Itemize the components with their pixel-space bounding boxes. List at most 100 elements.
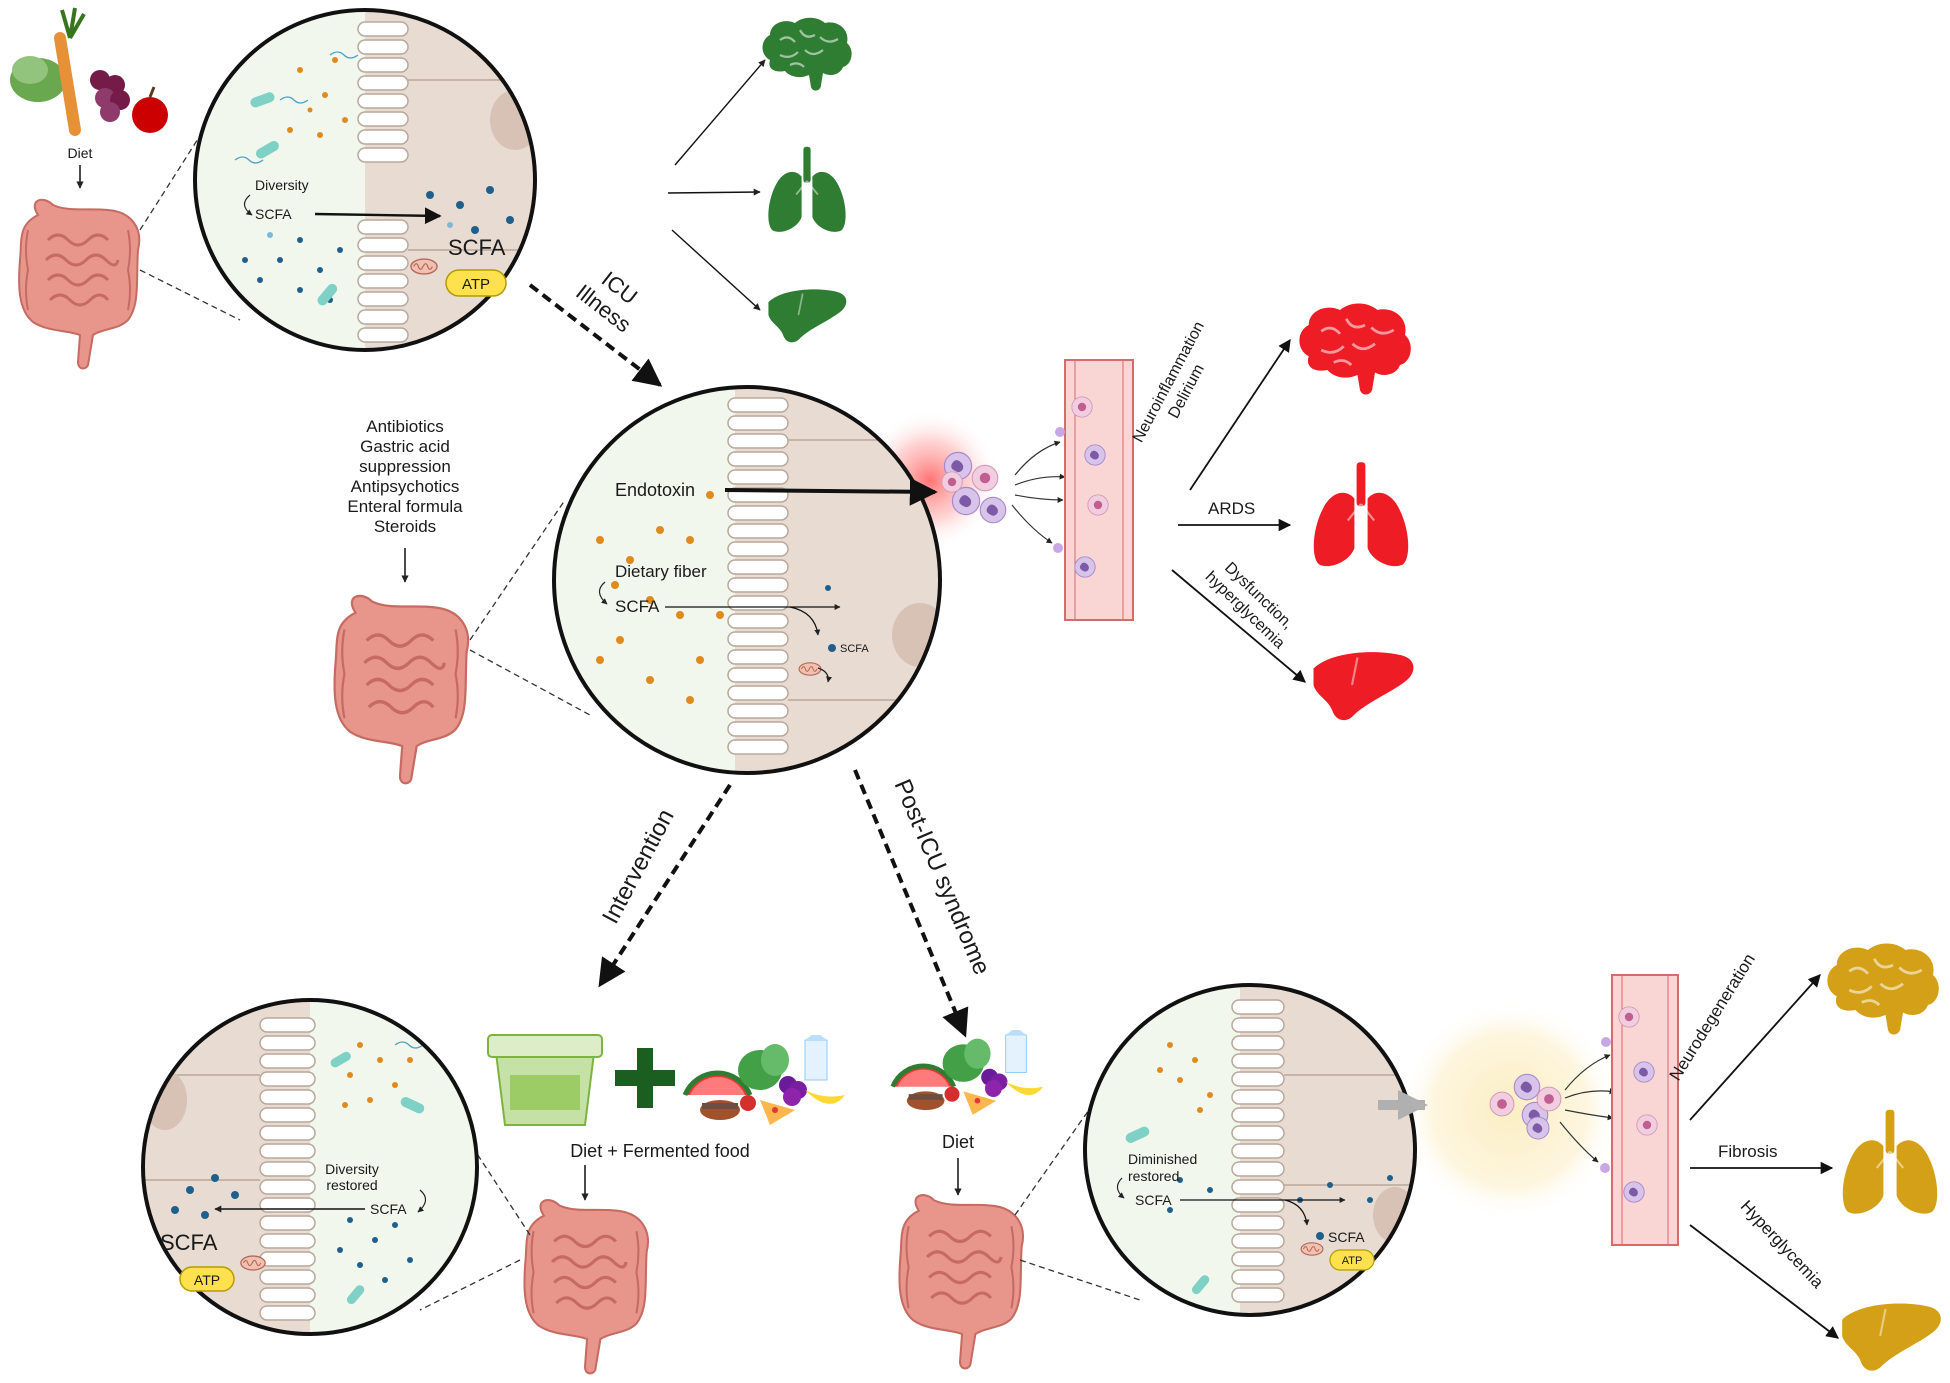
scfa-label-bl: SCFA [370, 1201, 407, 1217]
arrow-to-brain-acute [1189, 338, 1291, 491]
endotoxin-arrow [724, 477, 938, 506]
svg-text:Gastric acid: Gastric acid [360, 437, 450, 456]
svg-text:Enteral formula: Enteral formula [347, 497, 463, 516]
atp-badge-top [445, 269, 507, 297]
zoom-line [139, 269, 241, 321]
diet-label-br: Diet [942, 1132, 974, 1152]
hyperglycemia-label: Hyperglycemia [1737, 1197, 1828, 1293]
diminished-label-2: restored [1128, 1168, 1179, 1184]
svg-text:Steroids: Steroids [374, 517, 436, 536]
yogurt-icon [487, 1034, 603, 1126]
neuroinflammation-label: Neuroinflammation Delirium [1130, 319, 1208, 446]
mixed-food-icon [893, 1027, 1044, 1115]
arrow-to-brain-chronic [1689, 974, 1821, 1121]
post-icu-label: Post-ICU syndrome [889, 775, 996, 978]
arrow-to-brain-healthy [674, 59, 766, 166]
intestine-icon [332, 594, 470, 785]
svg-text:Post-ICU syndrome: Post-ICU syndrome [889, 775, 996, 978]
blood-vessel-acute [1053, 359, 1134, 621]
svg-text:Antibiotics: Antibiotics [366, 417, 443, 436]
intervention-label: Intervention [597, 805, 680, 928]
arrow-to-lungs-healthy [667, 188, 761, 196]
endotoxin-label: Endotoxin [615, 480, 695, 500]
scfa-small-label-mid: SCFA [840, 643, 869, 655]
fibrosis-label: Fibrosis [1718, 1142, 1778, 1161]
scfa-label-br: SCFA [1135, 1192, 1172, 1208]
intestine-icon [522, 1198, 650, 1375]
scfa-right-label-br: SCFA [1328, 1229, 1365, 1245]
svg-text:Neurodegeneration: Neurodegeneration [1666, 950, 1759, 1084]
zoom-line [1019, 1259, 1141, 1301]
atp-badge-br [1329, 1249, 1375, 1271]
zoom-line [1014, 1079, 1111, 1216]
healthy-state-panel: Diet [10, 7, 853, 370]
lungs-icon [1312, 461, 1410, 568]
arrow-to-liver-healthy [671, 229, 761, 311]
arrow-to-liver-acute [1171, 569, 1306, 683]
liver-icon [767, 288, 848, 344]
svg-text:suppression: suppression [359, 457, 451, 476]
intervention-panel: Diet + Fermented food Divers [141, 998, 845, 1375]
scfa-big-label-bl: SCFA [160, 1230, 218, 1255]
mitochondrion-icon [1300, 1242, 1324, 1256]
liver-icon [1312, 650, 1415, 722]
magnified-gut-post-icu: Diminished restored SCFA SCFA ATP [1083, 983, 1417, 1317]
magnified-gut-restored: Diversity restored SCFA SCFA ATP [141, 998, 479, 1336]
scfa-label-top: SCFA [255, 206, 292, 222]
bacterium-icon [346, 1285, 365, 1305]
bacterium-icon [1191, 1275, 1210, 1295]
diet-fermented-label: Diet + Fermented food [570, 1141, 750, 1161]
atp-badge-bl [179, 1266, 235, 1292]
svg-text:Intervention: Intervention [597, 805, 680, 928]
dietary-fiber-label: Dietary fiber [615, 562, 707, 581]
intestine-icon [17, 198, 141, 370]
plus-icon [615, 1048, 675, 1108]
neurodegeneration-label: Neurodegeneration [1666, 950, 1759, 1084]
brain-icon [1298, 302, 1413, 396]
intestine-icon [897, 1193, 1025, 1370]
mitochondrion-icon [240, 1255, 266, 1271]
bacterium-icon [255, 141, 279, 159]
magnified-gut-icu: Endotoxin Dietary fiber SCFA SCFA [552, 385, 942, 775]
brain-icon [1826, 942, 1941, 1036]
bacterium-icon [400, 1097, 425, 1114]
arrow-to-liver-chronic [1689, 1224, 1840, 1339]
scfa-label-mid: SCFA [615, 597, 660, 616]
blood-vessel-chronic [1600, 974, 1679, 1246]
zoom-line [419, 1259, 521, 1311]
bacterium-icon [1125, 1126, 1150, 1143]
ards-label: ARDS [1208, 499, 1255, 518]
icu-illness-arrow [528, 283, 663, 387]
zoom-line [139, 119, 211, 231]
liver-icon [1841, 1302, 1942, 1372]
atp-label-bl: ATP [194, 1272, 220, 1288]
lungs-icon [767, 145, 847, 233]
bacterium-icon [250, 92, 275, 108]
zoom-line [469, 649, 591, 716]
brain-icon [761, 16, 853, 92]
lungs-icon [1841, 1108, 1939, 1215]
bacterium-icon [317, 283, 338, 306]
atp-label-br: ATP [1342, 1255, 1363, 1267]
svg-text:Antipsychotics: Antipsychotics [351, 477, 460, 496]
atp-label-top: ATP [462, 276, 490, 293]
svg-text:Hyperglycemia: Hyperglycemia [1737, 1197, 1828, 1293]
mixed-food-icon [685, 1032, 845, 1125]
vegetables-icon [10, 7, 168, 136]
diminished-label-1: Diminished [1128, 1151, 1197, 1167]
diversity-restored-label-1: Diversity [325, 1161, 379, 1177]
risk-factors-list: Antibiotics Gastric acid suppression Ant… [347, 417, 463, 536]
bacterium-icon [330, 1051, 351, 1068]
zoom-line [469, 499, 566, 641]
icu-state-panel: Antibiotics Gastric acid suppression Ant… [332, 302, 1415, 785]
intervention-arrow [598, 783, 732, 988]
scfa-big-label-top: SCFA [448, 235, 506, 260]
diet-label-top: Diet [68, 145, 93, 161]
post-icu-panel: Diet Diminished restored [893, 942, 1942, 1372]
diversity-label-top: Diversity [255, 177, 309, 193]
mitochondrion-icon [798, 662, 822, 676]
magnified-gut-healthy: Diversity SCFA SCFA ATP [193, 8, 537, 352]
scfa-transport-arrow [314, 207, 442, 225]
